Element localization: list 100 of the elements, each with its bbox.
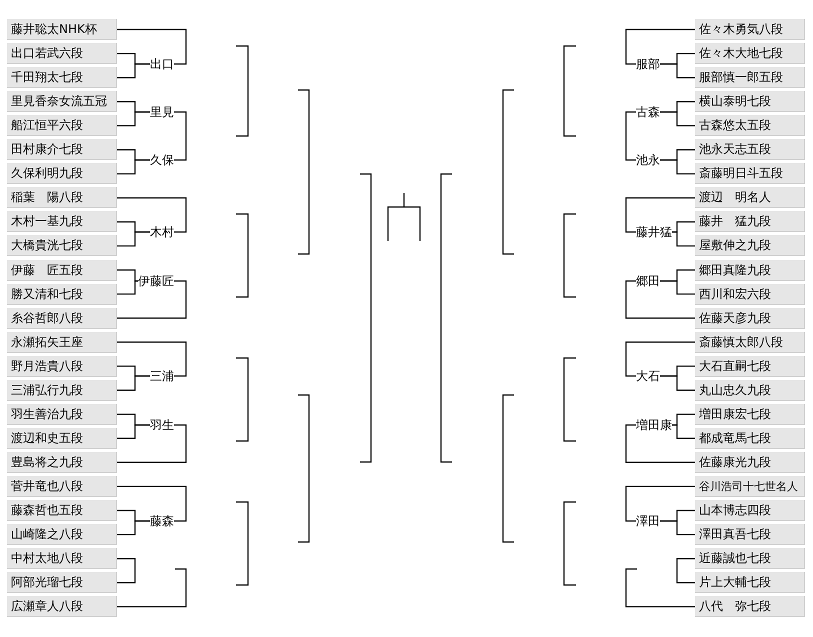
winner-name: 大石 [636,368,660,384]
player-name-box: 佐々木大地七段 [695,43,805,64]
player-name-box: 斎藤明日斗五段 [695,163,805,184]
player-name-box: 木村一基九段 [7,211,117,232]
player-name-box: 佐藤天彦九段 [695,308,805,329]
player-name-box: 豊島将之九段 [7,452,117,473]
winner-name: 三浦 [150,368,174,384]
player-name-box: 横山泰明七段 [695,91,805,112]
player-name-box: 中村太地八段 [7,548,117,570]
bracket-line [625,486,695,522]
bracket-line [117,342,187,377]
winner-name: 羽生 [150,417,174,433]
player-name-box: 佐藤康光九段 [695,452,805,473]
bracket-line [117,63,150,78]
bracket-line [117,486,187,522]
player-name-box: 佐々木勇気八段 [695,19,805,40]
bracket-line [117,280,138,295]
player-name-box: 古森悠太五段 [695,115,805,136]
player-name-box: 伊藤 匠五段 [7,260,117,280]
bracket-line [625,280,695,319]
player-name-box: 屋敷伸之九段 [695,235,805,256]
player-name-box: 澤田真吾七段 [695,524,805,546]
player-name-box: 郷田真隆九段 [695,260,805,280]
player-name-box: 菅井竜也八段 [7,476,117,497]
player-name-box: 船江恒平六段 [7,115,117,136]
player-name-box: 野月浩貴八段 [7,356,117,377]
bracket-line [660,520,695,536]
player-name-box: 広瀬章人八段 [7,596,117,618]
player-name-box: 藤井聡太NHK杯 [7,19,117,40]
bracket-line [625,342,695,377]
winner-name: 里見 [150,104,174,120]
player-name-box: 西川和宏六段 [695,284,805,305]
bracket-line [625,111,636,161]
winner-name: 伊藤匠 [138,273,174,289]
player-name-box: 藤井 猛九段 [695,211,805,232]
bracket-line [676,558,695,584]
bracket-line [117,568,187,608]
player-name-box: 丸山忠久九段 [695,380,805,401]
player-name-box: 斎藤慎太郎八段 [695,332,805,353]
player-name-box: 出口若武六段 [7,43,117,64]
winner-name: 池永 [636,152,660,168]
bracket-line [174,111,187,161]
player-name-box: 池永天志五段 [695,139,805,160]
bracket-line [117,280,187,319]
player-name-box: 山本博志四段 [695,500,805,521]
winner-name: 久保 [150,152,174,168]
bracket-line [672,231,695,247]
player-name-box: 永瀬拓矢王座 [7,332,117,353]
bracket-line [117,28,187,65]
player-name-box: 山崎隆之八段 [7,524,117,546]
player-name-box: 渡辺 明名人 [695,187,805,208]
player-name-box: 三浦弘行九段 [7,380,117,401]
bracket-line [660,375,695,391]
bracket-line [117,520,150,536]
player-name-box: 片上大輔七段 [695,572,805,594]
winner-name: 藤森 [150,513,174,529]
winner-name: 増田康 [636,417,672,433]
player-name-box: 都成竜馬七段 [695,428,805,449]
player-name-box: 谷川浩司十七世名人 [695,476,805,497]
winner-name: 古森 [636,104,660,120]
player-name-box: 勝又清和七段 [7,284,117,305]
player-name-box: 八代 弥七段 [695,596,805,618]
bracket-line [117,558,136,584]
player-name-box: 増田康宏七段 [695,404,805,425]
bracket-line [625,28,695,65]
player-name-box: 服部慎一郎五段 [695,67,805,88]
winner-name: 服部 [636,56,660,72]
player-name-box: 羽生善治九段 [7,404,117,425]
player-name-box: 近藤誠也七段 [695,548,805,570]
player-name-box: 久保利明九段 [7,163,117,184]
winner-name: 澤田 [636,513,660,529]
bracket-line [660,63,695,78]
player-name-box: 藤森哲也五段 [7,500,117,521]
bracket-line [117,197,187,233]
bracket-line [625,568,695,608]
winner-name: 木村 [150,224,174,240]
player-name-box: 糸谷哲郎八段 [7,308,117,329]
bracket-line [117,424,187,463]
bracket-line [117,269,138,282]
bracket-line [625,424,695,463]
player-name-box: 大石直嗣七段 [695,356,805,377]
bracket-line [660,280,695,295]
bracket-line [672,424,695,439]
player-name-box: 渡辺和史五段 [7,428,117,449]
player-name-box: 千田翔太七段 [7,67,117,88]
player-name-box: 里見香奈女流五冠 [7,91,117,112]
player-name-box: 田村康介七段 [7,139,117,160]
bracket-line [117,375,150,391]
bracket-line [117,231,150,247]
bracket-line [660,159,695,174]
winner-name: 藤井猛 [636,224,672,240]
bracket-line [117,111,150,126]
bracket-line [625,197,695,233]
winner-name: 出口 [150,56,174,72]
bracket-line [117,424,150,439]
player-name-box: 阿部光瑠七段 [7,572,117,594]
bracket-line [117,159,150,174]
player-name-box: 稲葉 陽八段 [7,187,117,208]
player-name-box: 大橋貴洸七段 [7,235,117,256]
bracket-line [660,111,695,126]
